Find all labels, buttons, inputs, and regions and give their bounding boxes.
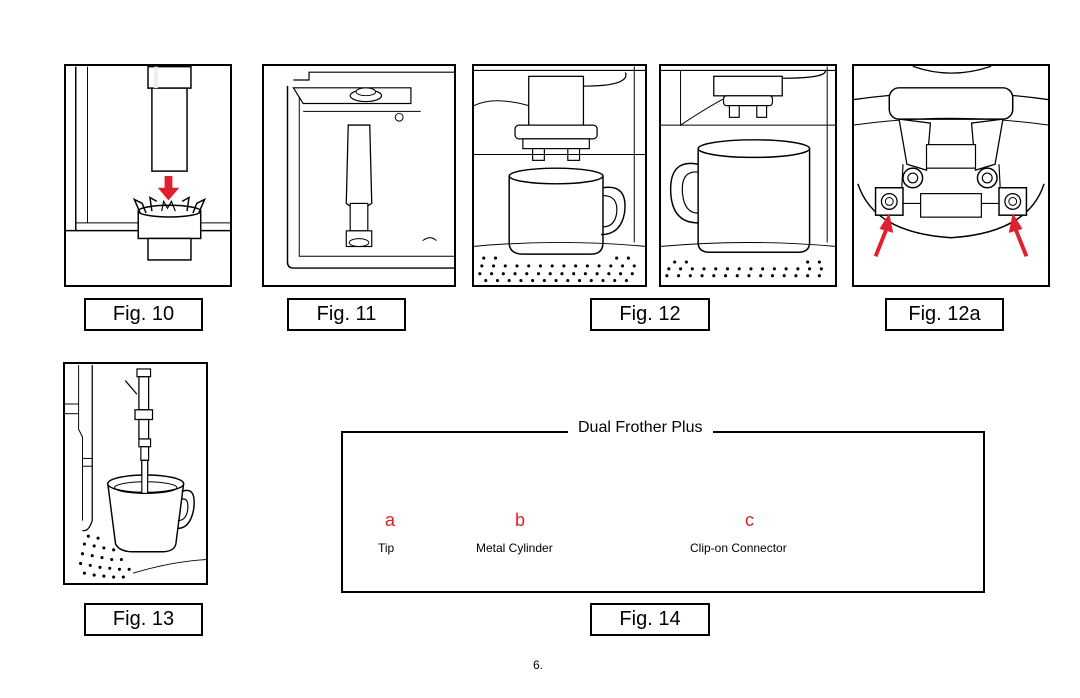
- part-letter-b: b: [515, 510, 526, 530]
- right-arrow-icon: [1008, 213, 1029, 258]
- frother-in-cup-drawing: [65, 365, 206, 579]
- fig12-caption: Fig. 12: [590, 298, 710, 331]
- fig10-illustration: [64, 64, 232, 287]
- frother-parts-box: [341, 431, 985, 593]
- fig13-illustration: [63, 362, 208, 585]
- fig10-caption: Fig. 10: [84, 298, 203, 331]
- fig14-caption: Fig. 14: [590, 603, 710, 636]
- part-letter-c: c: [745, 510, 754, 530]
- fig11-illustration: [262, 64, 456, 287]
- fig13-caption: Fig. 13: [84, 603, 203, 636]
- water-filter-insert-drawing: [66, 66, 230, 261]
- fig12-right-illustration: [659, 64, 837, 287]
- fig12-left-illustration: [472, 64, 647, 287]
- down-arrow-icon: [157, 175, 180, 201]
- part-label-clip-on-connector: Clip-on Connector: [690, 541, 787, 555]
- left-arrow-icon: [873, 213, 894, 258]
- fig12a-caption: Fig. 12a: [885, 298, 1004, 331]
- fig12a-illustration: [852, 64, 1050, 287]
- frother-connectors-drawing: [854, 66, 1048, 258]
- part-letter-a: a: [385, 510, 396, 530]
- cup-under-spout-small-drawing: [474, 66, 645, 283]
- part-label-tip: Tip: [378, 541, 395, 555]
- fig11-caption: Fig. 11: [287, 298, 406, 331]
- part-label-metal-cylinder: Metal Cylinder: [476, 541, 553, 555]
- page-number: 6.: [533, 658, 544, 672]
- frother-title: Dual Frother Plus: [568, 418, 713, 438]
- cup-under-spout-large-drawing: [661, 66, 835, 278]
- filter-in-tank-drawing: [286, 71, 454, 269]
